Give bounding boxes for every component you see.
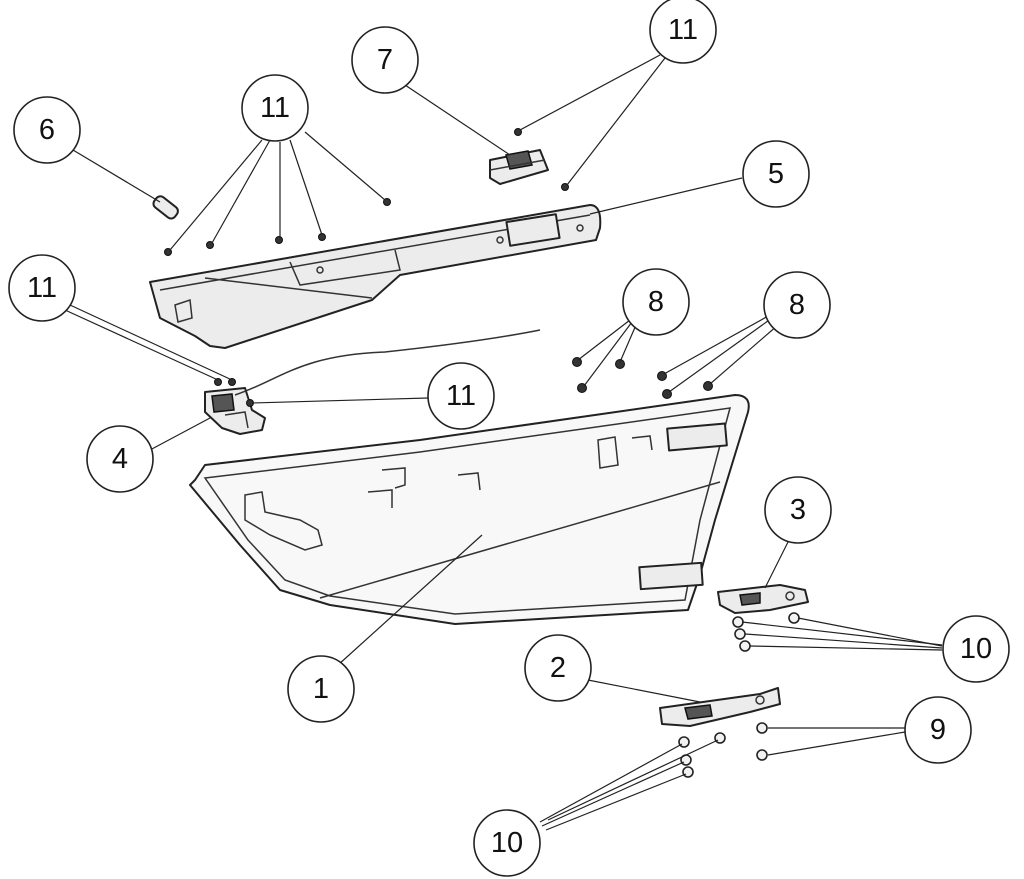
callout-9: 9 [904, 696, 972, 764]
part-6-pin [152, 195, 179, 220]
callout-5-label: 5 [768, 158, 784, 190]
callout-11-top-right: 11 [649, 0, 717, 64]
callout-11-center-label: 11 [446, 380, 476, 412]
bolts-part-10-upper [732, 612, 800, 652]
callout-8-right: 8 [763, 271, 831, 339]
callout-11-top-left: 11 [241, 74, 309, 142]
bolts-part-9 [756, 722, 768, 761]
callout-3-label: 3 [790, 494, 806, 526]
part-1-door-panel [189, 394, 750, 625]
callout-6: 6 [13, 96, 81, 164]
callout-5: 5 [742, 140, 810, 208]
part-4-lock-mechanism [204, 387, 266, 435]
callout-10-upper: 10 [942, 615, 1010, 683]
callout-1: 1 [287, 655, 355, 723]
nuts-part-8 [572, 357, 713, 399]
callout-11-left: 11 [8, 254, 76, 322]
callout-8-right-label: 8 [789, 289, 805, 321]
callout-6-label: 6 [39, 114, 55, 146]
callout-11-left-label: 11 [27, 272, 57, 304]
leader-lines [64, 54, 943, 831]
callout-4: 4 [86, 425, 154, 493]
callout-3: 3 [764, 476, 832, 544]
callout-2: 2 [524, 634, 592, 702]
callout-11-top-right-label: 11 [668, 14, 698, 46]
callout-4-label: 4 [112, 443, 128, 475]
callout-10-upper-label: 10 [960, 633, 992, 665]
part-7-latch [489, 149, 549, 185]
callout-11-center: 11 [427, 362, 495, 430]
callout-2-label: 2 [550, 652, 566, 684]
callout-7-label: 7 [377, 44, 393, 76]
part-5-upper-frame [149, 204, 602, 349]
callout-9-label: 9 [930, 714, 946, 746]
callout-1-label: 1 [313, 673, 329, 705]
callout-8-left-label: 8 [648, 286, 664, 318]
callout-7: 7 [351, 26, 419, 94]
callout-10-lower-label: 10 [491, 827, 523, 859]
callout-8-left: 8 [622, 268, 690, 336]
part-3-bracket [717, 584, 809, 614]
part-2-bracket [659, 687, 781, 727]
part-4-linkage-rod [234, 329, 541, 396]
callout-11-top-left-label: 11 [260, 92, 290, 124]
callout-10-lower: 10 [473, 809, 541, 877]
